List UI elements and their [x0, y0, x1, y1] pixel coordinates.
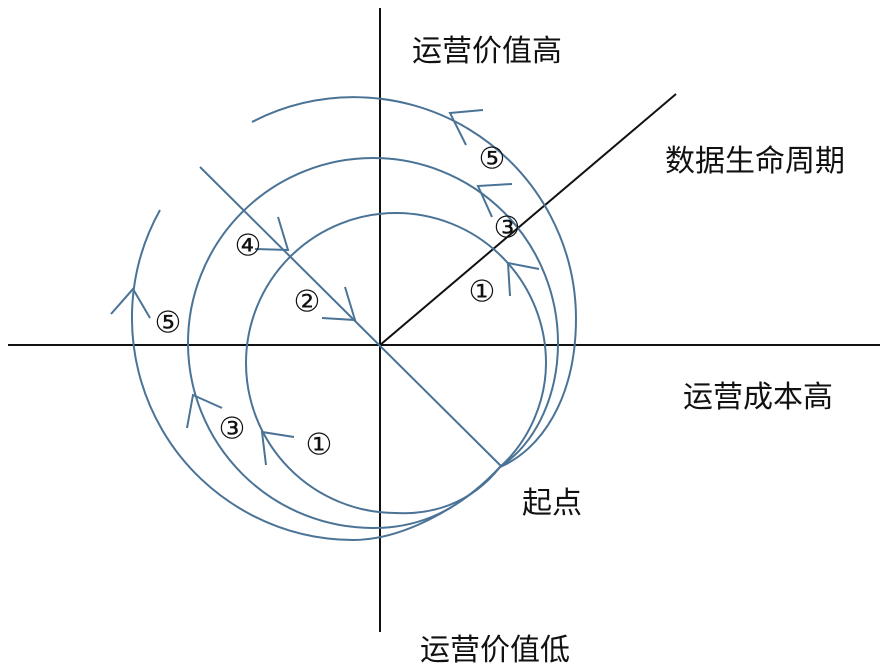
stage-marker: ②: [293, 284, 321, 320]
arrow-icon: [321, 286, 357, 322]
stage-marker: ③: [493, 210, 521, 246]
stage-marker: ⑤: [478, 141, 506, 177]
arrow-icon: [260, 430, 295, 466]
arrow-icon: [110, 287, 151, 319]
arrow-heads: [110, 109, 540, 466]
lifecycle-axis: [379, 93, 677, 346]
label-lifecycle: 数据生命周期: [665, 144, 845, 179]
label-value-low: 运营价值低: [420, 633, 570, 668]
arrow-icon: [506, 261, 540, 297]
stage-marker: ①: [305, 427, 333, 463]
label-value-high: 运营价值高: [412, 34, 562, 69]
arrow-icon: [254, 216, 290, 252]
spiral-middle: [187, 157, 560, 530]
stage-marker: ④: [234, 228, 262, 264]
diagonal-path: [199, 166, 503, 468]
stage-marker: ①: [468, 274, 496, 310]
spiral-outer: [130, 96, 578, 542]
label-start: 起点: [522, 486, 582, 521]
spiral-inner: [245, 212, 548, 515]
arrow-icon: [476, 183, 513, 218]
arrow-icon: [186, 393, 223, 429]
stage-marker: ③: [218, 411, 246, 447]
stage-marker: ⑤: [154, 305, 182, 341]
arrow-icon: [448, 109, 484, 146]
label-cost-high: 运营成本高: [683, 380, 833, 415]
